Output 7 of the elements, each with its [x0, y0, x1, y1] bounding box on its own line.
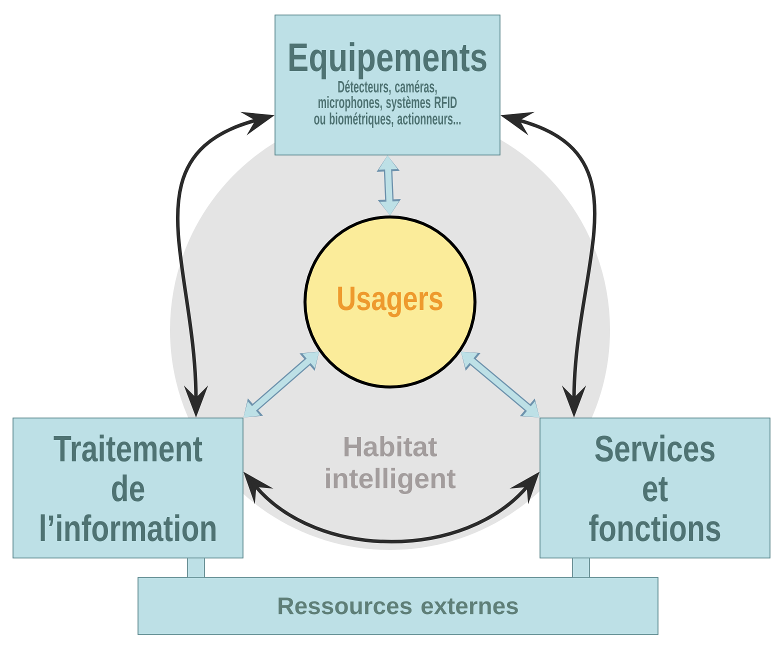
connector-bar — [572, 558, 590, 578]
circle-label: Habitat intelligent — [326, 436, 456, 494]
equipment-box: Equipements Détecteurs, caméras, microphones, systèmes RFID ou biométriques, actionneurs... — [274, 14, 500, 156]
process-box: Ressources externes — [138, 577, 658, 635]
process-box: Traitement de l’information — [12, 418, 244, 558]
connector-bar — [187, 558, 205, 578]
process-box: Services et fonctions — [540, 418, 770, 558]
